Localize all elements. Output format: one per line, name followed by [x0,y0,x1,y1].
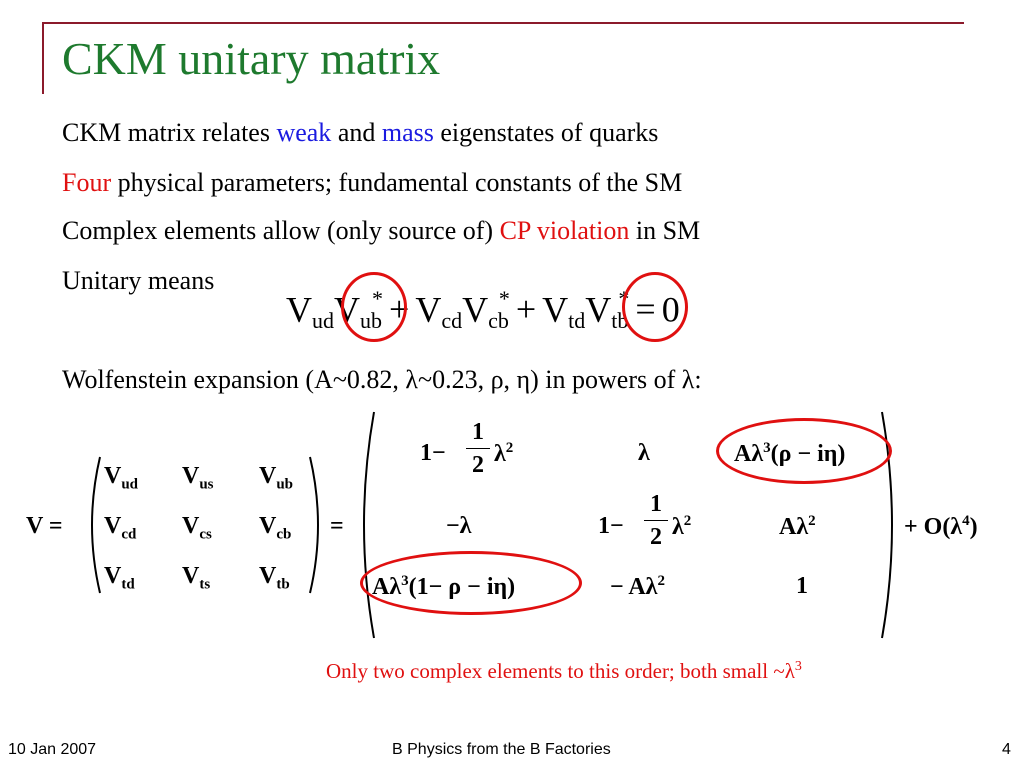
element-vcs: Vcs [182,513,212,543]
w33-one: 1 [796,573,808,599]
w12-lambda: λ [638,440,650,466]
highlight-circle-vub-element [716,418,892,484]
mass-word: mass [381,118,434,147]
element-vts: Vts [182,563,211,593]
matrix-lhs-label: V = [26,513,63,539]
bullet-unitary-means: Unitary means [62,266,215,295]
left-paren-ckm [91,456,101,594]
bullet-ckm-relates: CKM matrix relates weak and mass eigenst… [62,118,659,147]
w22-one-minus: 1− [598,513,624,539]
w23-term: Aλ2 [779,513,816,540]
four-word: Four [62,168,112,197]
right-paren-ckm [309,456,319,594]
element-vub: Vub [259,463,294,493]
element-vud: Vud [104,463,139,493]
element-vtd: Vtd [104,563,135,593]
w11-one-minus: 1− [420,440,446,466]
w22-lambda-sq: λ2 [672,513,692,540]
left-paren-wolfenstein [363,411,375,639]
frame-top-line [42,22,964,24]
bullet-four-parameters: Four physical parameters; fundamental co… [62,168,683,197]
element-vcb: Vcb [259,513,292,543]
slide-title: CKM unitary matrix [62,33,441,84]
complex-elements-note: Only two complex elements to this order;… [326,659,802,683]
w21-neg-lambda: −λ [446,513,472,539]
bullet-wolfenstein: Wolfenstein expansion (A~0.82, λ~0.23, ρ… [62,365,702,394]
weak-word: weak [276,118,332,147]
cp-violation-word: CP violation [499,216,630,245]
matrix-equals: = [330,513,344,539]
footer-date: 10 Jan 2007 [8,741,97,758]
element-vus: Vus [182,463,214,493]
page-number: 4 [1002,741,1011,758]
highlight-circle-vub [341,272,407,342]
footer-title: B Physics from the B Factories [392,741,611,758]
frame-left-line [42,22,44,94]
highlight-circle-vtd-element [360,551,582,615]
highlight-circle-vtd [622,272,688,342]
w11-lambda-sq: λ2 [494,440,514,467]
element-vtb: Vtb [259,563,290,593]
element-vcd: Vcd [104,513,137,543]
w32-term: − Aλ2 [610,573,665,600]
bullet-complex-elements: Complex elements allow (only source of) … [62,216,701,245]
order-term: + O(λ4) [904,513,978,540]
